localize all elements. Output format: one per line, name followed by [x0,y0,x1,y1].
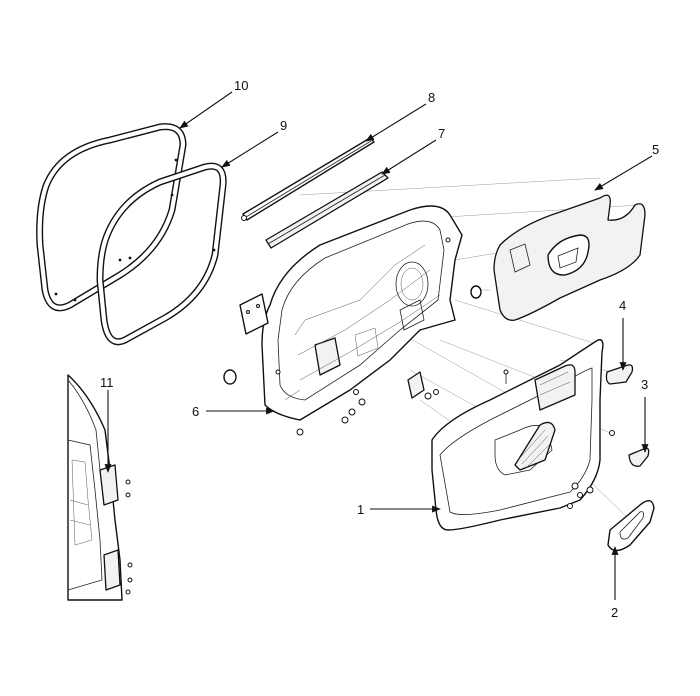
callout-4: 4 [619,298,626,313]
part-9-inner-weatherstrip [96,162,227,346]
part-8-belt-strip-upper [241,137,375,221]
part-2-handle-bezel [607,500,655,552]
leader-10 [179,91,233,129]
callout-9: 9 [280,118,287,133]
part-10-outer-weatherstrip [36,123,187,312]
leader-lines [104,91,653,600]
callout-11: 11 [100,375,114,390]
part-1-door-trim-panel [431,339,604,531]
callout-1: 1 [357,502,364,517]
leader-8 [365,103,427,142]
part-1-screws [567,430,615,509]
callout-labels: 10 9 8 7 5 6 1 4 3 2 11 [100,78,659,620]
callout-8: 8 [428,90,435,105]
callout-7: 7 [438,126,445,141]
part-6-door-inner-module [261,205,463,436]
leader-7 [381,139,437,175]
part-6-fasteners [223,285,482,424]
part-5-trim-pad [493,194,646,321]
leader-5 [594,155,653,191]
callout-6: 6 [192,404,199,419]
part-6-plate [239,293,269,335]
callout-10: 10 [234,78,248,93]
part-3-cover [628,447,650,467]
part-4-trim-piece [605,364,634,385]
leader-9 [221,131,279,168]
part-7-belt-strip-lower [265,171,389,249]
callout-5: 5 [652,142,659,157]
callout-3: 3 [641,377,648,392]
callout-2: 2 [611,605,618,620]
part-11-door-frame [67,374,133,601]
